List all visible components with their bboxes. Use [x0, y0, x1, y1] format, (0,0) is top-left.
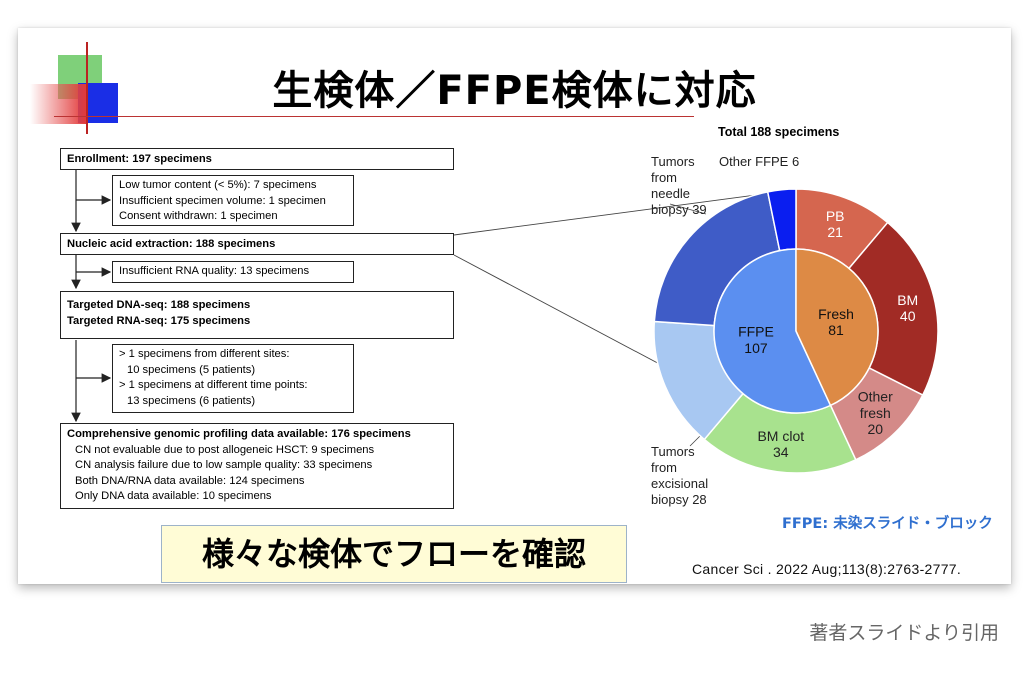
label-line: excisional [651, 476, 709, 491]
multi-specimen-box: > 1 specimens from different sites: 10 s… [112, 344, 354, 413]
exclusion-item: Low tumor content (< 5%): 7 specimens [119, 179, 317, 191]
cgp-detail: CN not evaluable due to post allogeneic … [75, 443, 375, 456]
decor-red-square [30, 84, 86, 124]
decor-vertical-line [86, 42, 88, 134]
exclusion-item: Consent withdrawn: 1 specimen [119, 210, 278, 222]
multi-item: 10 specimens (5 patients) [127, 363, 256, 376]
exclusion-item: Insufficient RNA quality: 13 specimens [119, 265, 310, 277]
inner-slice-ffpe [713, 248, 832, 414]
decor-horizontal-line [54, 116, 694, 117]
exclusion-item: Insufficient specimen volume: 1 specimen [119, 194, 326, 207]
label-other-ffpe: Other FFPE 6 [719, 154, 800, 169]
multi-item: > 1 specimens from different sites: [119, 348, 290, 360]
targeted-seq-box: Targeted DNA-seq: 188 specimens Targeted… [60, 291, 454, 339]
enrollment-box: Enrollment: 197 specimens [60, 148, 454, 170]
cgp-detail: Only DNA data available: 10 specimens [75, 490, 272, 502]
label-excisional: Tumors from excisional biopsy 28 [651, 444, 708, 508]
multi-item: 13 specimens (6 patients) [127, 394, 256, 407]
rnaseq-text: Targeted RNA-seq: 175 specimens [67, 314, 251, 327]
label-needle: Tumors from needle biopsy 39 [651, 154, 707, 218]
dnaseq-text: Targeted DNA-seq: 188 specimens [67, 299, 251, 311]
cgp-detail: CN analysis failure due to low sample qu… [75, 459, 373, 471]
label-line: Tumors [651, 154, 695, 169]
extraction-box: Nucleic acid extraction: 188 specimens [60, 233, 454, 255]
highlight-banner: 様々な検体でフローを確認 [161, 525, 627, 583]
label-line: biopsy 28 [651, 492, 707, 507]
ffpe-note: FFPE: 未染スライド・ブロック [782, 516, 993, 532]
slide-title: 生検体／FFPE検体に対応 [272, 68, 757, 114]
label-line: biopsy 39 [651, 202, 707, 217]
credit-text: 著者スライドより引用 [809, 622, 999, 644]
slide: 生検体／FFPE検体に対応 Enrollment: 197 specimens … [18, 28, 1011, 584]
chart-title: Total 188 specimens [718, 125, 840, 139]
citation: Cancer Sci . 2022 Aug;113(8):2763-2777. [692, 561, 962, 577]
label-line: Tumors [651, 444, 695, 459]
cgp-text: Comprehensive genomic profiling data ava… [67, 428, 411, 440]
label-line: needle [651, 186, 691, 201]
exclusion-box-2: Insufficient RNA quality: 13 specimens [112, 261, 354, 283]
exclusion-box-1: Low tumor content (< 5%): 7 specimens In… [112, 175, 354, 226]
flow-connectors [71, 170, 112, 423]
label-line: from [651, 170, 677, 185]
inner-slice-fresh [795, 248, 879, 407]
cgp-detail: Both DNA/RNA data available: 124 specime… [75, 474, 305, 487]
extraction-text: Nucleic acid extraction: 188 specimens [67, 238, 276, 250]
enrollment-text: Enrollment: 197 specimens [67, 153, 212, 165]
cgp-box: Comprehensive genomic profiling data ava… [60, 423, 454, 509]
label-line: from [651, 460, 677, 475]
multi-item: > 1 specimens at different time points: [119, 379, 308, 391]
